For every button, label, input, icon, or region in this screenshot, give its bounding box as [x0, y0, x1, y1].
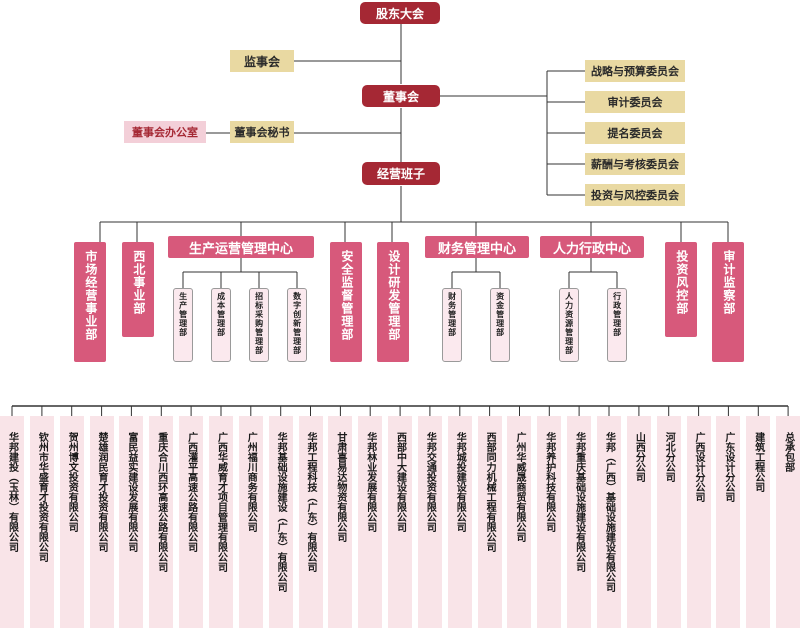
sub-production-mgmt: 生产管理部 [173, 288, 193, 362]
company-column: 河北分公司 [656, 416, 681, 628]
committee-nomination-box: 提名委员会 [585, 122, 685, 144]
dept-design: 设计研发管理部 [377, 242, 409, 362]
dept-audit-label: 审计监察部 [721, 250, 736, 315]
board-of-directors-label: 董事会 [382, 89, 419, 104]
company-column: 总承包部 [776, 416, 800, 628]
dept-design-label: 设计研发管理部 [386, 250, 401, 341]
company-column: 钦州市华盛育才投资有限公司 [29, 416, 54, 628]
company-column: 广西灌平高速公路有限公司 [179, 416, 204, 628]
sub-dept-label: 招标采购管理部 [254, 292, 264, 355]
company-column: 华邦城投建设有限公司 [447, 416, 472, 628]
company-column: 楚雄润民育才投资有限公司 [89, 416, 114, 628]
company-column: 广州福川商务有限公司 [238, 416, 263, 628]
sub-cost-mgmt: 成本管理部 [211, 288, 231, 362]
company-column: 广西设计分公司 [686, 416, 711, 628]
board-secretary-box: 董事会秘书 [230, 121, 294, 143]
sub-dept-label: 财务管理部 [447, 292, 457, 337]
board-office-box: 董事会办公室 [124, 121, 206, 143]
sub-dept-label: 成本管理部 [216, 292, 226, 337]
company-column: 华邦林业发展有限公司 [358, 416, 383, 628]
dept-audit: 审计监察部 [712, 242, 744, 362]
company-column: 广西华威育才项目管理有限公司 [208, 416, 233, 628]
company-column: 华邦养护科技有限公司 [537, 416, 562, 628]
sub-admin-mgmt: 行政管理部 [607, 288, 627, 362]
company-column: 西部同力机械工程有限公司 [477, 416, 502, 628]
company-column: 华邦建投（玉林）有限公司 [0, 416, 24, 628]
shareholders-meeting-box: 股东大会 [360, 2, 440, 24]
dept-northwest: 西北事业部 [122, 242, 154, 337]
sub-dept-label: 资金管理部 [495, 292, 505, 337]
company-column: 广州华威晟商贸有限公司 [507, 416, 532, 628]
dept-hr-center-label: 人力行政中心 [552, 241, 631, 257]
sub-finance-mgmt: 财务管理部 [442, 288, 462, 362]
committee-label: 提名委员会 [607, 127, 663, 140]
board-office-label: 董事会办公室 [132, 126, 198, 139]
sub-digital-innovation: 数字创新管理部 [287, 288, 307, 362]
fin-subs-bar [451, 258, 501, 288]
dept-market-label: 市场经营事业部 [83, 250, 98, 341]
dept-hr-center: 人力行政中心 [540, 236, 644, 258]
prod-subs-bar [182, 258, 298, 288]
dept-northwest-label: 西北事业部 [131, 250, 146, 315]
dept-production-center-label: 生产运营管理中心 [188, 241, 293, 257]
sub-dept-label: 行政管理部 [612, 292, 622, 337]
company-column: 华邦（广西）基础设施建设有限公司 [597, 416, 621, 628]
supervisory-board-box: 监事会 [230, 50, 294, 72]
dept-investment-risk-label: 投资风控部 [674, 250, 689, 315]
dept-finance-center: 财务管理中心 [425, 236, 529, 258]
company-column: 山西分公司 [626, 416, 651, 628]
committee-risk-box: 投资与风控委员会 [585, 184, 685, 206]
company-column: 甘肃喜易达物资有限公司 [328, 416, 353, 628]
committee-label: 战略与预算委员会 [591, 65, 679, 78]
board-of-directors-box: 董事会 [362, 85, 440, 107]
company-column: 华邦重庆基础设施建设有限公司 [567, 416, 592, 628]
sub-dept-label: 数字创新管理部 [292, 292, 302, 355]
committee-strategy-box: 战略与预算委员会 [585, 60, 685, 82]
management-team-box: 经营班子 [362, 162, 440, 185]
company-column: 西部中大建设有限公司 [388, 416, 413, 628]
company-column: 华邦基础设施建设（广东）有限公司 [268, 416, 293, 628]
supervisory-board-label: 监事会 [243, 54, 280, 69]
hr-subs-bar [568, 258, 618, 288]
sub-dept-label: 人力资源管理部 [564, 292, 574, 355]
committee-label: 薪酬与考核委员会 [591, 158, 679, 171]
committee-compensation-box: 薪酬与考核委员会 [585, 153, 685, 175]
company-column: 建筑工程公司 [746, 416, 771, 628]
committee-label: 投资与风控委员会 [591, 189, 679, 202]
management-team-label: 经营班子 [376, 167, 425, 181]
dept-safety: 安全监督管理部 [330, 242, 362, 362]
company-column: 广东设计分公司 [716, 416, 741, 628]
dept-production-center: 生产运营管理中心 [168, 236, 314, 258]
company-column: 重庆合川西环高速公路有限公司 [149, 416, 174, 628]
dept-market: 市场经营事业部 [74, 242, 106, 362]
dept-safety-label: 安全监督管理部 [339, 250, 354, 341]
company-column: 富民益实建设发展有限公司 [119, 416, 144, 628]
committee-audit-box: 审计委员会 [585, 91, 685, 113]
company-column: 华邦工程科技（广东）有限公司 [298, 416, 323, 628]
sub-dept-label: 生产管理部 [178, 292, 188, 337]
dept-investment-risk: 投资风控部 [665, 242, 697, 337]
company-column: 贺州博文投资有限公司 [59, 416, 84, 628]
sub-fund-mgmt: 资金管理部 [490, 288, 510, 362]
dept-finance-center-label: 财务管理中心 [437, 241, 516, 257]
shareholders-meeting-label: 股东大会 [375, 6, 424, 21]
company-column: 华邦交通投资有限公司 [417, 416, 442, 628]
sub-hr-mgmt: 人力资源管理部 [559, 288, 579, 362]
sub-procurement-mgmt: 招标采购管理部 [249, 288, 269, 362]
board-secretary-label: 董事会秘书 [234, 126, 290, 139]
committee-label: 审计委员会 [607, 96, 663, 109]
